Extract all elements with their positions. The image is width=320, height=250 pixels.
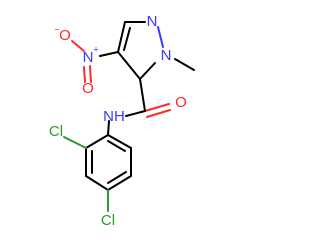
bond-carbonyl-o-double <box>146 109 171 118</box>
bond-ar4-ar5 <box>107 175 132 191</box>
bond-ar6-ar1 <box>107 134 132 149</box>
bond-n1-methyl <box>174 58 195 71</box>
bond-c3-c4 <box>117 21 126 53</box>
atom-nitro-n: N <box>83 49 94 66</box>
nitro-n-charge: + <box>93 44 98 54</box>
bond-n1-c5 <box>139 62 156 80</box>
atom-nitro-o2: O <box>82 80 94 97</box>
atom-cl-ortho: Cl <box>49 123 63 140</box>
bond-c4-nitro-n <box>99 51 119 57</box>
bond-c4-c5 <box>117 51 141 80</box>
bond-nitro-n-o2 <box>89 65 92 83</box>
bond-carbonyl-o <box>144 103 170 112</box>
bond-n2-n1 <box>157 26 164 48</box>
chemical-structure-diagram: N N N + O − O O NH Cl Cl <box>49 13 195 229</box>
bond-ar4-ar5-inner <box>107 171 127 184</box>
atom-amide-o: O <box>175 94 187 111</box>
atom-n1: N <box>161 47 172 64</box>
atom-cl-para: Cl <box>101 212 115 229</box>
nitro-o1-charge: − <box>54 24 59 34</box>
atom-amide-nh: NH <box>103 108 125 125</box>
bond-ar6-ar1-inner <box>107 140 126 152</box>
bond-nitro-n-o2-double <box>83 66 86 83</box>
bond-c3-c4-inner <box>123 27 131 51</box>
bond-carbonyl-nh <box>125 110 146 117</box>
atom-nitro-o1: O <box>59 27 71 44</box>
bond-ar2-cl <box>63 136 87 149</box>
bond-ar1-ar2 <box>85 134 109 149</box>
atom-n2: N <box>147 13 158 30</box>
bond-nh-aryl <box>107 120 110 136</box>
bond-c5-carbonyl <box>139 78 146 112</box>
bond-nitro-n-o1 <box>71 40 85 52</box>
bond-ar3-ar4 <box>85 175 109 191</box>
